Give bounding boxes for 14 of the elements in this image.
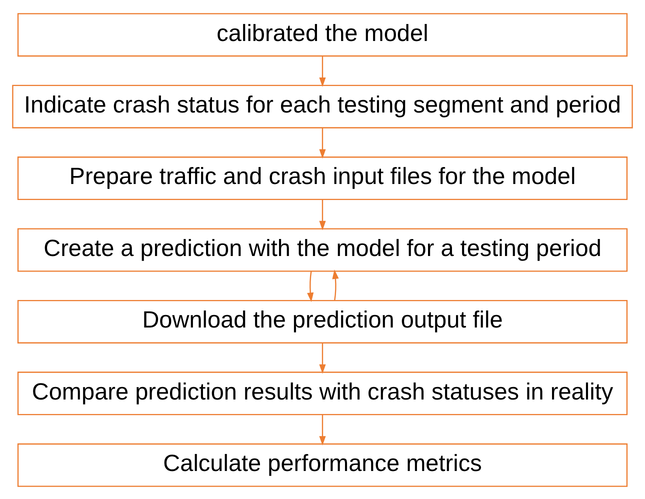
node-box: calibrated the model — [17, 12, 628, 56]
node-box: Download the prediction output file — [17, 299, 628, 343]
node-box: Create a prediction with the model for a testing period — [17, 228, 628, 272]
node-box: Prepare traffic and crash input files for the model — [17, 156, 628, 200]
arrow — [319, 199, 326, 230]
arrow — [319, 56, 326, 86]
arrow — [319, 342, 326, 374]
arrow — [332, 268, 339, 300]
arrow — [319, 127, 326, 158]
arrow — [307, 270, 314, 302]
node-box: Calculate performance metrics — [17, 442, 628, 486]
node-box: Indicate crash status for each testing segment and period — [12, 84, 633, 128]
node-box: Compare prediction results with crash statuses in reality — [17, 371, 628, 415]
arrow — [319, 414, 326, 445]
